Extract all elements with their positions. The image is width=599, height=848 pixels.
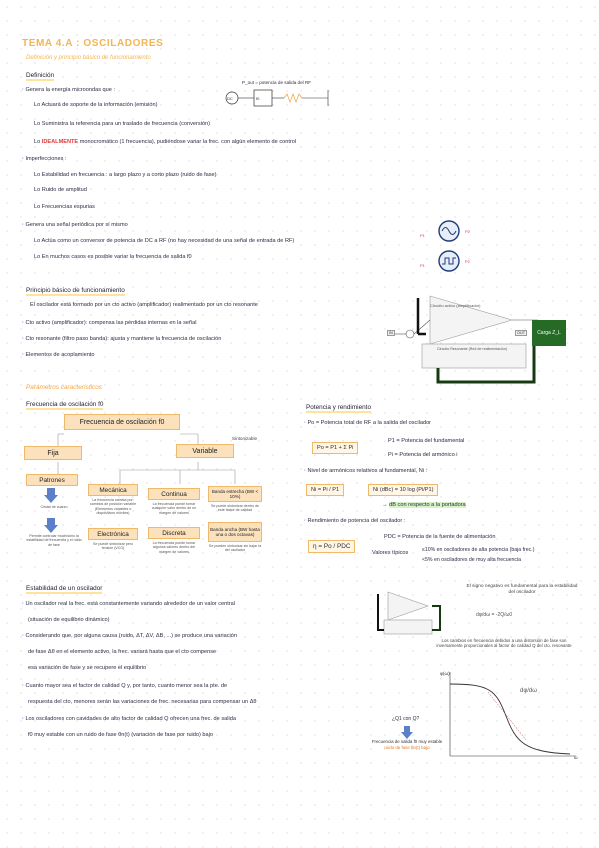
parametros-heading: Parámetros característicos [26,384,103,391]
ni-formula: Ni = Pi / P1 [306,484,345,496]
electronica-box: Electrónica [88,528,138,540]
graph-slope: dφ/dω [520,688,537,694]
dc-label: DC [227,96,233,101]
list-item: · Un oscilador real la frec. está consta… [22,601,236,607]
rend-text: · Rendimiento de potencia del oscilador … [304,518,406,524]
stability-feedback-svg [377,591,441,635]
cristal-label: Cristal de cuarzo [40,505,68,509]
banda-ancha-note: Se pueden sintonizar sin bajar la del os… [208,544,262,553]
electronica-note: Se puede sintonizar pero tensión (VCO) [93,542,133,551]
page-subtitle: Definición y principio básico de funcion… [26,55,151,61]
list-item: · Los osciladores con cavidades de alto … [22,716,236,722]
potencia-heading: Potencia y rendimiento [306,404,372,413]
valores-1: ≤10% en osciladores de alta potencia (ba… [422,547,535,553]
list-item: · Elementos de acoplamiento [22,352,95,358]
banda-ancha-box: Banda ancha (BW hasta una o dos octavas) [208,522,262,542]
list-item: · Considerando que, por alguna causa (ru… [22,633,238,639]
list-item: respuesta del cto, menores serán las var… [28,699,257,705]
list-item: esa variación de fase y se recupere el e… [28,665,147,671]
list-item: Lo Suministra la referencia para un tras… [34,121,210,127]
principio-heading: Principio básico de funcionamiento [26,287,125,296]
continua-note: La frecuencia puede tomar cualquier valo… [151,502,197,515]
list-item: · Genera una señal periódica por sí mism… [22,222,128,228]
list-item: · Genera la energía microondas que : [22,87,115,93]
list-item: · Cuanto mayor sea el factor de calidad … [22,683,228,689]
list-item: Lo Ruido de amplitud [34,187,87,193]
patrones-note: Permite controlar muchísimo la estabilid… [26,534,82,547]
banda-estrecha-box: Banda estrecha (BW < 10%) [208,486,262,502]
list-item: Lo Actúa como un conversor de potencia d… [34,238,295,244]
valores-2: <5% en osciladores de muy alta frecuenci… [422,557,522,563]
ni-db-formula: Ni (dBc) = 10 log (Pi/P1) [368,484,439,496]
discreta-note: La frecuencia puede tomar algunos valore… [152,541,196,554]
freq-note: Frecuencia de salida f0 muy estable [371,739,443,744]
list-item: · Imperfecciones : [22,156,67,162]
eta-formula: η = Po / PDC [308,540,356,553]
feedback-diagram-svg [394,295,538,384]
sintonizable-label: Sintonizable [232,436,258,441]
dbc-note: → dB con respecto a la portadora [382,502,466,508]
discreta-box: Discreta [148,527,200,539]
continua-box: Continua [148,488,200,500]
variable-box: Variable [176,444,234,458]
page-title: TEMA 4.A : OSCILADORES [22,38,164,49]
graph-ylabel: φ(ω) [440,671,450,676]
list-item: (situación de equilibrio dinámico) [28,617,110,623]
list-item: El oscilador está formado por un cto act… [30,302,258,308]
list-item: · Cto resonante (filtro paso banda): aju… [22,336,222,342]
freq-heading: Frecuencia de oscilación f0 [26,401,104,410]
p1-label: P1 [420,233,425,238]
list-item: f0 muy estable con un ruido de fase θn(t… [28,732,214,738]
cambios-note: Los cambios en frecuencia debidos a una … [436,638,572,649]
phase-graph-svg [449,672,576,757]
mecanica-box: Mecánica [88,484,138,496]
armonicos-text: · Nivel de armónicos relativos al fundam… [304,468,428,474]
arrow-down-icon [44,488,58,503]
list-item: Lo Frecuencias espurias [34,204,95,210]
pi-def: Pi = Potencia del armónico i [388,452,458,458]
stability-eq: dφ/dω = -2Q/ω0 [476,612,513,618]
load-box: Carga Z_L [532,320,566,346]
mecanica-note: La frecuencia cambia por: cambios de pos… [89,498,137,516]
tree-root: Frecuencia de oscilación f0 [64,414,180,430]
po-formula: Po = P1 + Σ Pi [312,442,359,454]
banda-estrecha-note: Se puede sintonizar dentro de este facto… [211,504,259,513]
sine-wave-icon [438,220,460,242]
pout-label: P_out = potencia de salida del RF [242,80,312,85]
square-wave-icon [438,250,460,272]
fija-box: Fija [24,446,82,460]
patrones-box: Patrones [26,474,78,486]
p1-def: P1 = Potencia del fundamental [388,438,465,444]
definicion-heading: Definición [26,72,55,81]
q-question: ¿Q1 con Q? [392,716,420,722]
p1-label-2: P1 [420,263,425,268]
ruido-note: ruido de fase θn(t) bajo [384,745,430,750]
sign-note: El signo negativo es fundamental para la… [466,584,578,595]
list-item: de fase Δθ en el elemento activo, la fre… [28,649,217,655]
list-item: Lo Estabilidad en frecuencia : a largo p… [34,172,217,178]
fo-label: f0 [256,96,260,101]
pdc-def: PDC = Potencia de la fuente de alimentac… [384,534,496,540]
in-label: IN [387,330,395,336]
estabilidad-heading: Estabilidad de un oscilador [26,585,103,594]
list-item: Lo En muchos casos es posible variar la … [34,254,192,260]
list-item: · Cto activo (amplificador): compensa la… [22,320,197,326]
p2-label: P2 [465,229,470,234]
arrow-down-icon-2 [44,518,58,533]
valores-label: Valores típicos [372,550,409,556]
out-label: OUT [515,330,528,336]
arrow-down-icon-3 [401,726,413,739]
p2-label-2: P2 [465,259,470,264]
graph-xlabel: ω [574,755,578,760]
tree-lines [57,433,236,484]
po-def: · Po = Potencia total de RF a la salida … [304,420,432,426]
list-item: Lo Actuará de soporte de la información … [34,102,158,108]
active-circuit-label: Circuito activo (amplificador) [430,303,481,308]
oscillator-sketch-svg [225,89,329,107]
resonant-circuit-label: Circuito Resonante (Red de realimentació… [437,347,507,351]
list-item: Lo IDEALMENTE monocromático (1 frecuenci… [34,139,297,145]
